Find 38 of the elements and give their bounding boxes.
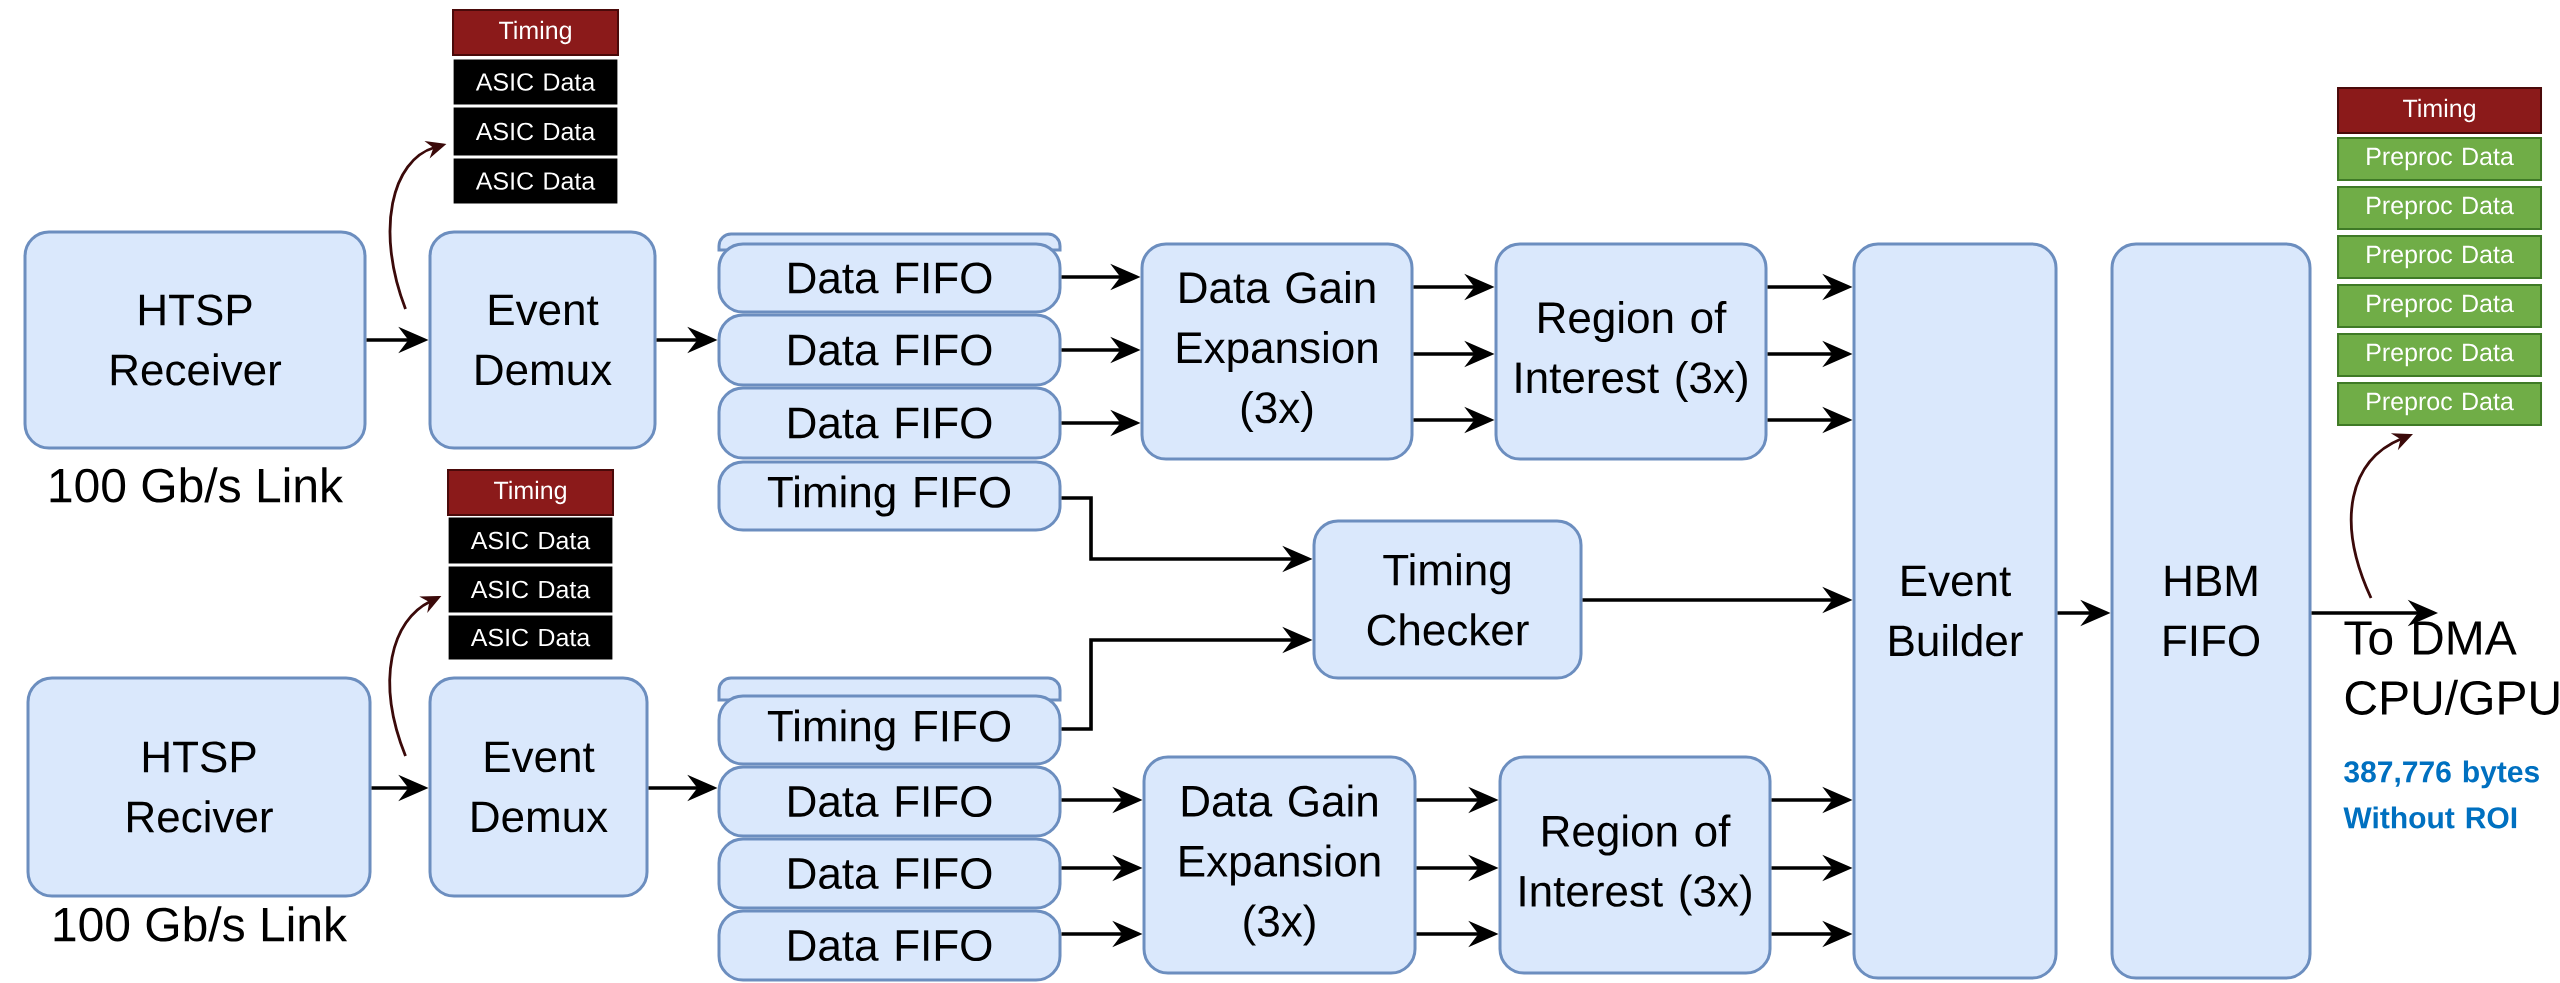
process-box: Timing Checker <box>1312 519 1583 680</box>
process-box: HTSP Reciver <box>26 676 372 898</box>
packet-row: Preproc Data <box>2337 235 2542 279</box>
output-label: To DMA CPU/GPU <box>2344 621 2559 715</box>
packet-row: Preproc Data <box>2337 137 2542 181</box>
packet-row: Preproc Data <box>2337 284 2542 328</box>
process-box: Event Builder <box>1852 242 2058 980</box>
packet-row: Timing <box>447 469 614 516</box>
process-box: Region of Interest (3x) <box>1498 755 1772 975</box>
byte-count-note: 387,776 bytes Without ROI <box>2343 760 2539 829</box>
process-box: HTSP Receiver <box>23 230 367 450</box>
packet-row: ASIC Data <box>447 565 614 614</box>
packet-row: ASIC Data <box>447 516 614 565</box>
packet-row: ASIC Data <box>447 614 614 661</box>
process-box: Data Gain Expansion (3x) <box>1142 755 1417 975</box>
process-box: Event Demux <box>428 230 657 450</box>
process-box: Data FIFO <box>717 313 1062 387</box>
packet-row: Preproc Data <box>2337 186 2542 230</box>
packet-row: Timing <box>2337 87 2542 134</box>
link-speed-label: 100 Gb/s Link <box>50 467 344 503</box>
process-box: Data FIFO <box>717 837 1062 910</box>
process-box: Data FIFO <box>717 232 1062 314</box>
process-box: Timing FIFO <box>717 460 1062 532</box>
packet-row: ASIC Data <box>452 58 619 106</box>
packet-row: Preproc Data <box>2337 382 2542 426</box>
process-box: Data FIFO <box>717 765 1062 838</box>
packet-row: Timing <box>452 9 619 56</box>
process-box: Data Gain Expansion (3x) <box>1140 242 1414 461</box>
process-box: Timing FIFO <box>717 676 1062 766</box>
link-speed-label: 100 Gb/s Link <box>54 906 348 942</box>
process-box: Data FIFO <box>717 386 1062 460</box>
process-box: HBM FIFO <box>2110 242 2312 980</box>
packet-row: ASIC Data <box>452 157 619 205</box>
process-box: Data FIFO <box>717 909 1062 982</box>
process-box: Event Demux <box>428 676 649 898</box>
packet-row: ASIC Data <box>452 106 619 157</box>
process-box: Region of Interest (3x) <box>1494 242 1768 461</box>
packet-row: Preproc Data <box>2337 333 2542 377</box>
